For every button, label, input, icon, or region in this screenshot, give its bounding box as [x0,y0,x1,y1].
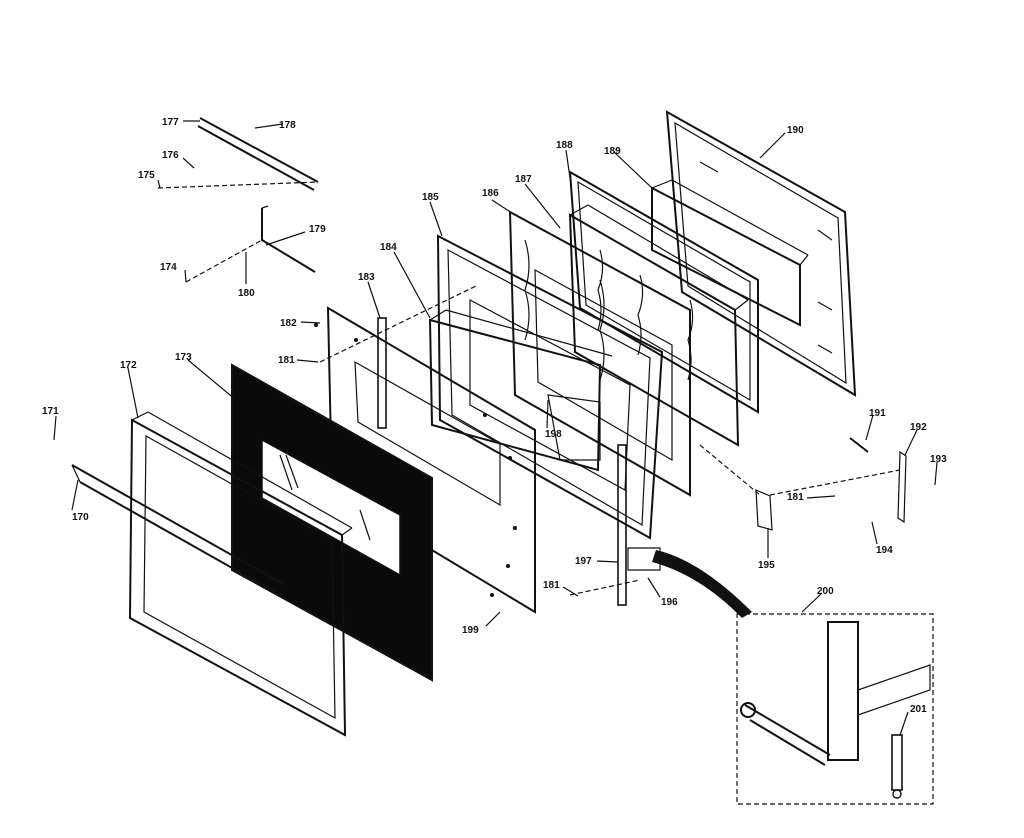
label-196: 196 [661,597,678,608]
label-180: 180 [238,288,255,299]
detail-box-200 [736,613,934,805]
part-177-vent-rail [197,117,319,191]
label-201: 201 [910,704,927,715]
leader-lines [53,120,938,736]
part-189-insulation-block [651,179,809,327]
part-196-hinge-block [627,547,661,571]
part-197-hinge-rod [617,444,627,606]
label-197: 197 [575,556,592,567]
label-184: 184 [380,242,397,253]
part-184-window-pack [428,309,613,472]
label-181-a: 181 [278,355,295,366]
label-181-b: 181 [787,492,804,503]
part-173-black-glass-panel [231,363,433,682]
label-183: 183 [358,272,375,283]
part-179-bracket [261,205,316,273]
part-191-pin [849,437,869,453]
label-186: 186 [482,188,499,199]
label-172: 172 [120,360,137,371]
part-192-hinge-arm [897,450,907,524]
part-labels: 177 178 176 175 179 174 180 172 173 171 … [42,117,947,715]
label-179: 179 [309,224,326,235]
part-190-rear-panel [665,110,857,397]
label-170: 170 [72,512,89,523]
label-198: 198 [545,429,562,440]
label-182: 182 [280,318,297,329]
assembly-dashed-lines [157,181,901,596]
label-194: 194 [876,545,893,556]
label-177: 177 [162,117,179,128]
label-185: 185 [422,192,439,203]
label-175: 175 [138,170,155,181]
label-188: 188 [556,140,573,151]
label-189: 189 [604,146,621,157]
part-170-door-handle [71,464,286,596]
detail-sweep-arrow [652,550,752,618]
part-188-gasket [568,170,759,414]
label-187: 187 [515,174,532,185]
part-195-hinge-bracket [755,489,773,531]
label-176: 176 [162,150,179,161]
part-185-inner-door-frame [436,234,664,540]
label-178: 178 [279,120,296,131]
label-171: 171 [42,406,59,417]
part-172-outer-door-frame [128,411,353,737]
label-192: 192 [910,422,927,433]
label-174: 174 [160,262,177,273]
label-181-c: 181 [543,580,560,591]
part-198-shield [547,394,601,461]
label-190: 190 [787,125,804,136]
label-193: 193 [930,454,947,465]
label-191: 191 [869,408,886,419]
label-200: 200 [817,586,834,597]
label-199: 199 [462,625,479,636]
part-183-strip [377,317,387,429]
part-186-inner-liner [508,210,691,497]
label-173: 173 [175,352,192,363]
label-195: 195 [758,560,775,571]
